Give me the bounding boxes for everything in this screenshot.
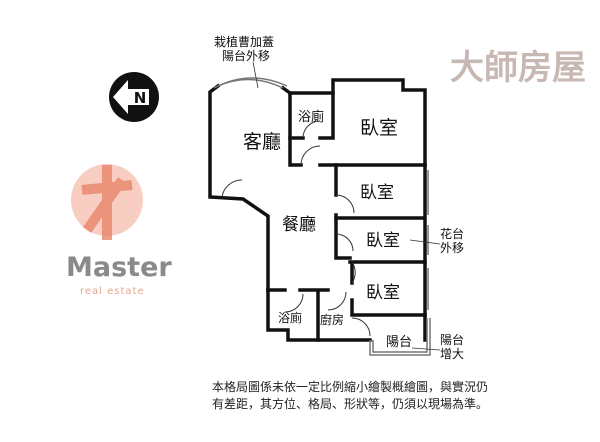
room-label-dining: 餐廳 xyxy=(282,215,316,235)
note-balcony-line1: 陽台 xyxy=(440,332,464,347)
walls xyxy=(208,78,427,342)
watermark-brand-en: Master xyxy=(66,252,172,283)
disclaimer: 本格局圖係未依一定比例縮小繪製概繪圖，與實況仍 有差距，其方位、格局、形狀等，仍… xyxy=(150,379,550,413)
note-right-leader xyxy=(409,239,441,245)
room-label-bath-top: 浴廁 xyxy=(298,109,324,125)
room-label-bath-bottom: 浴廁 xyxy=(278,310,302,325)
watermark-brand-sub: real estate xyxy=(80,286,145,297)
note-balcony-leader xyxy=(411,347,441,351)
balcony-walls xyxy=(213,77,431,356)
room-label-bedroom-2: 臥室 xyxy=(360,183,394,203)
note-top-leader xyxy=(252,61,259,89)
room-label-bedroom-1: 臥室 xyxy=(360,117,398,139)
note-top-line2: 陽台外移 xyxy=(222,48,270,63)
note-right-line1: 花台 xyxy=(440,226,464,241)
watermark-logo xyxy=(62,150,172,250)
room-label-balcony: 陽台 xyxy=(386,335,412,350)
note-top-line1: 栽植曹加蓋 xyxy=(214,34,274,49)
compass-label: N xyxy=(134,89,147,107)
room-label-living: 客廳 xyxy=(243,131,281,153)
room-label-bedroom-3: 臥室 xyxy=(366,231,400,251)
disclaimer-line2: 有差距，其方位、格局、形狀等，仍須以現場為準。 xyxy=(211,397,488,411)
north-compass-icon: N xyxy=(109,72,159,122)
watermark-brand-cn: 大師房屋 xyxy=(450,48,586,88)
room-label-bedroom-4: 臥室 xyxy=(366,283,400,303)
note-right-line2: 外移 xyxy=(440,241,464,255)
disclaimer-line1: 本格局圖係未依一定比例縮小繪製概繪圖，與實況仍 xyxy=(211,380,488,394)
room-label-kitchen: 廚房 xyxy=(320,312,344,327)
note-balcony-line2: 增大 xyxy=(440,347,464,361)
watermark-logo-icon xyxy=(71,164,143,240)
doors xyxy=(221,120,371,337)
